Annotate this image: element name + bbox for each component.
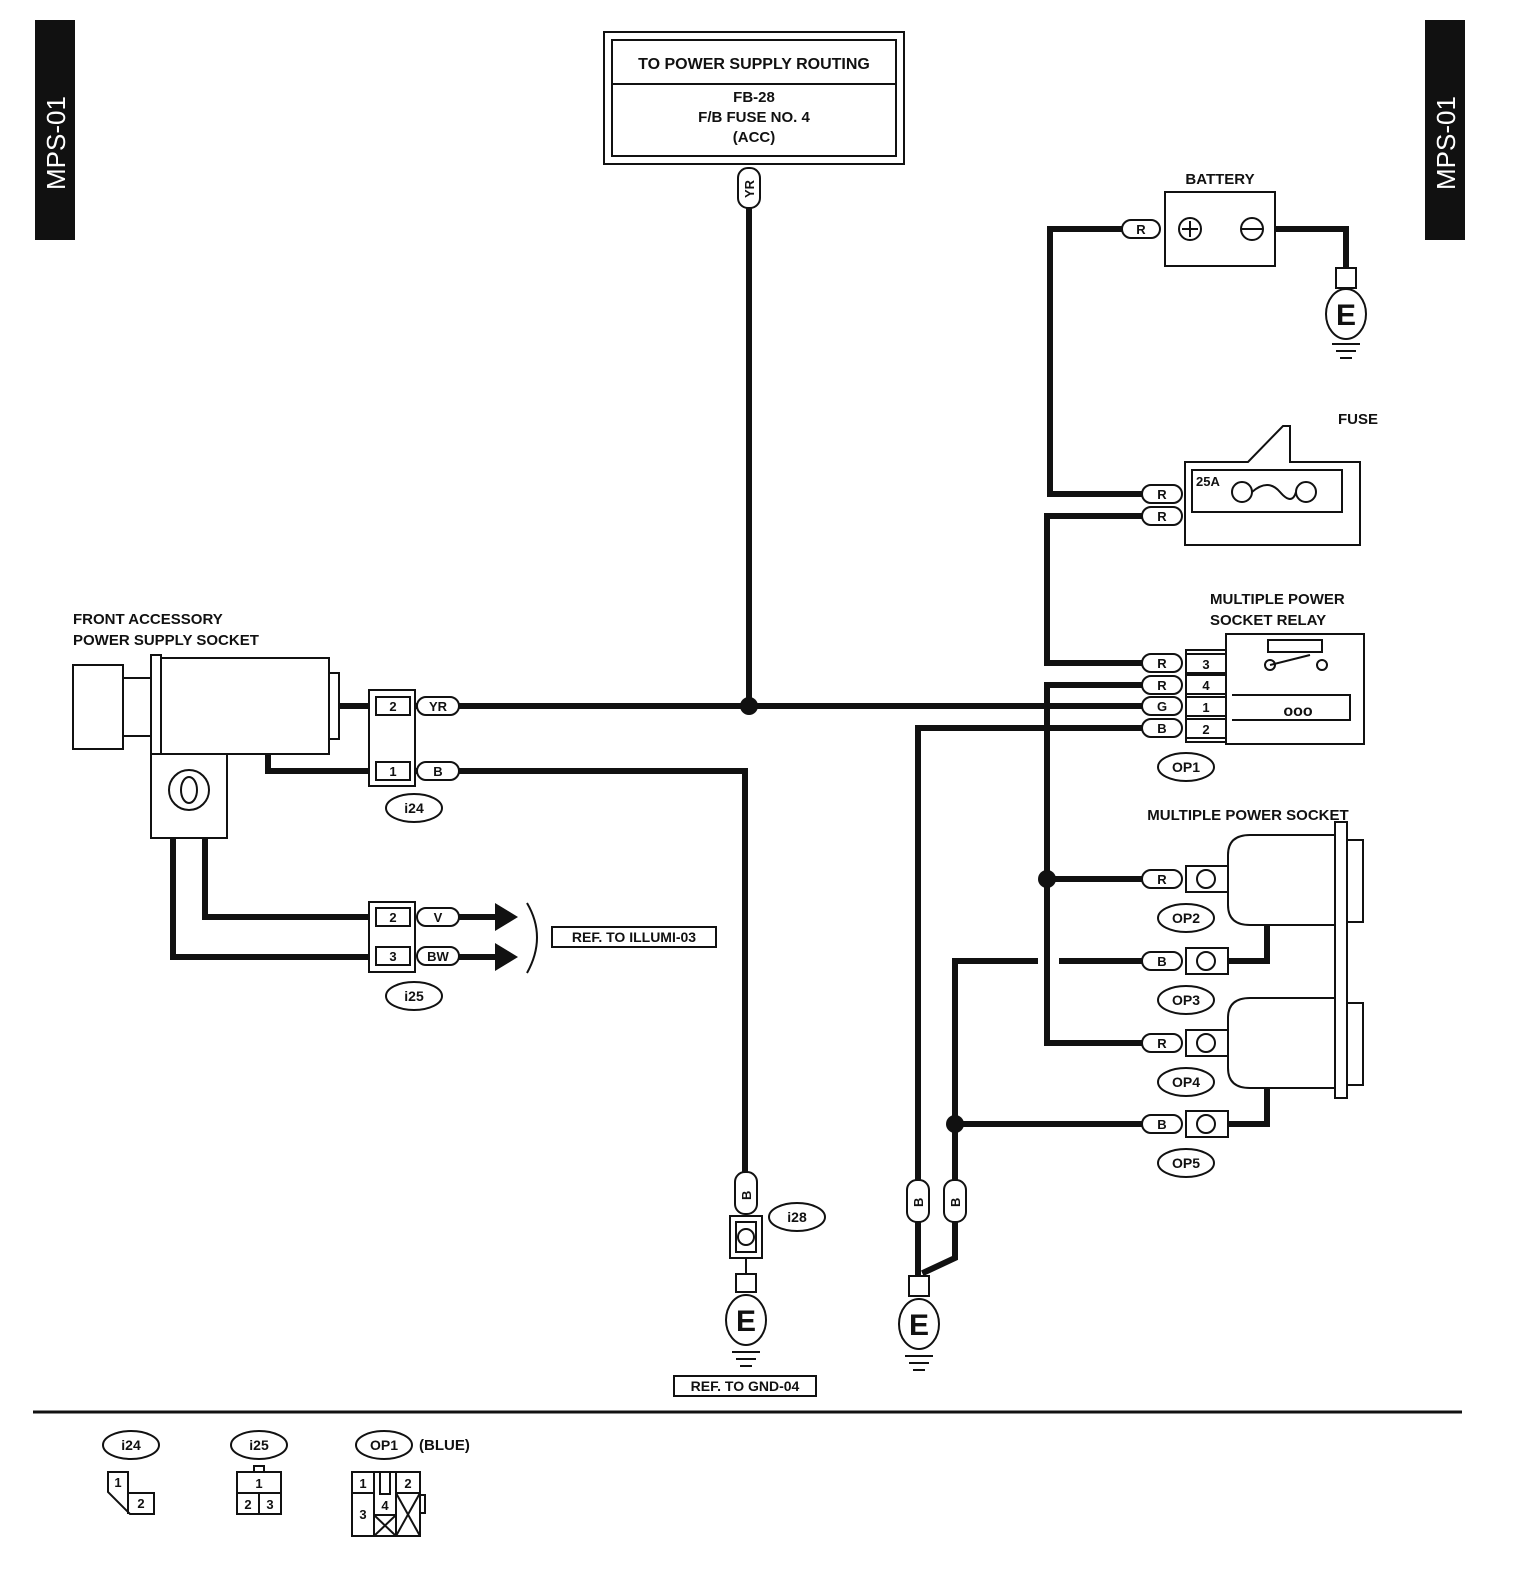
multiple-power-socket-relay: MULTIPLE POWER SOCKET RELAY ooo 3 4 1 2 …: [1141, 591, 1365, 782]
relay-coil-symbol: ooo: [1283, 703, 1313, 720]
op4-wire-r: R: [1157, 1036, 1167, 1051]
legend-op1-label: OP1: [370, 1437, 398, 1453]
legend-i25-pin-2: 2: [244, 1497, 251, 1512]
op3-wire-b: B: [1157, 954, 1166, 969]
ref-illumi-03-text: REF. TO ILLUMI-03: [572, 929, 696, 945]
relay-wire-b2: B: [1157, 721, 1166, 736]
page-tag-left: MPS-01: [35, 20, 75, 240]
connector-i25-label: i25: [404, 988, 424, 1004]
op5-wire-b: B: [1157, 1117, 1166, 1132]
ground-relay-sockets: B B E: [898, 1179, 967, 1371]
legend-op1-note: (BLUE): [419, 1437, 470, 1454]
wire-label-yr-top: YR: [737, 167, 761, 209]
i25-pin-3: 3: [389, 949, 396, 964]
fuse-wire-r-in: R: [1157, 487, 1167, 502]
wires: [170, 202, 1349, 1276]
relay-label-1: MULTIPLE POWER: [1210, 591, 1345, 608]
relay-pins: 3 4 1 2: [1185, 653, 1227, 739]
wire-label-yr-top-text: YR: [742, 179, 757, 198]
power-supply-fuse-block: FB-28: [733, 89, 775, 106]
legend-op1-pin-3: 3: [359, 1507, 366, 1522]
fuse: FUSE 25A R R: [1141, 411, 1378, 546]
op2-wire-r: R: [1157, 872, 1167, 887]
legend-i25: i25 1 2 3: [230, 1430, 288, 1515]
ground-wire-b-right: B: [948, 1198, 963, 1207]
legend-op1-pin-4: 4: [381, 1498, 389, 1513]
battery: BATTERY R: [1121, 171, 1276, 267]
front-accessory-socket: FRONT ACCESSORY POWER SUPPLY SOCKET: [72, 611, 340, 839]
socket-connector-op3: B OP3: [1141, 947, 1229, 1015]
legend-op1-pin-1: 1: [359, 1476, 366, 1491]
legend-i24-label: i24: [121, 1437, 141, 1453]
ground-relay-symbol: E: [909, 1309, 929, 1342]
connector-op4-label: OP4: [1172, 1074, 1200, 1090]
i25-pin-2: 2: [389, 910, 396, 925]
junction-dot-yr: [740, 697, 758, 715]
legend-i24-pin-2: 2: [137, 1496, 144, 1511]
i25-wire-bw: BW: [427, 949, 449, 964]
relay-pin-4: 4: [1202, 678, 1210, 693]
battery-wire-r: R: [1136, 222, 1146, 237]
connector-i28-label: i28: [787, 1209, 807, 1225]
connector-op1-label: OP1: [1172, 759, 1200, 775]
relay-pin-2: 2: [1202, 722, 1209, 737]
connector-op5-label: OP5: [1172, 1155, 1200, 1171]
ref-illumi-03[interactable]: REF. TO ILLUMI-03: [551, 926, 717, 948]
power-supply-routing-box: TO POWER SUPPLY ROUTING FB-28 F/B FUSE N…: [603, 31, 905, 165]
ground-wire-b-left: B: [911, 1198, 926, 1207]
multiple-power-socket-label: MULTIPLE POWER SOCKET: [1147, 807, 1348, 824]
relay-label-2: SOCKET RELAY: [1210, 612, 1326, 629]
socket-connector-op5: B OP5: [1141, 1110, 1229, 1178]
page-tag-left-label: MPS-01: [41, 96, 71, 190]
junction-dot-r: [1038, 870, 1056, 888]
fuse-label: FUSE: [1338, 411, 1378, 428]
relay-wire-g1: G: [1157, 699, 1167, 714]
ground-battery: E: [1325, 267, 1367, 359]
legend-op1-pin-2: 2: [404, 1476, 411, 1491]
multiple-power-socket: MULTIPLE POWER SOCKET R OP2 B OP3 R: [1141, 807, 1364, 1178]
socket-connector-op4: R OP4: [1141, 1029, 1229, 1097]
relay-wire-r3: R: [1157, 656, 1167, 671]
connector-i25: 2 3 V BW i25: [368, 901, 538, 1011]
relay-pin-3: 3: [1202, 657, 1209, 672]
i25-wire-v: V: [434, 910, 443, 925]
legend-i25-pin-3: 3: [266, 1497, 273, 1512]
i24-wire-yr: YR: [429, 699, 448, 714]
legend-i24: i24 1 2: [102, 1430, 160, 1515]
i24-pin-1: 1: [389, 764, 396, 779]
ref-gnd-04[interactable]: REF. TO GND-04: [673, 1375, 817, 1397]
fuse-rating: 25A: [1196, 474, 1220, 489]
battery-label: BATTERY: [1185, 171, 1254, 188]
connector-i24: 2 1 YR B i24: [368, 689, 460, 823]
connector-i24-label: i24: [404, 800, 424, 816]
legend-i25-pin-1: 1: [255, 1476, 262, 1491]
connector-op2-label: OP2: [1172, 910, 1200, 926]
front-socket-label-2: POWER SUPPLY SOCKET: [73, 632, 259, 649]
power-supply-fuse-number: F/B FUSE NO. 4: [698, 109, 810, 126]
connector-op3-label: OP3: [1172, 992, 1200, 1008]
power-supply-acc: (ACC): [733, 129, 776, 146]
relay-wire-r4: R: [1157, 678, 1167, 693]
i28-wire-b: B: [739, 1191, 754, 1200]
i24-wire-b: B: [433, 764, 442, 779]
socket-connector-op2: R OP2: [1141, 865, 1229, 933]
power-supply-routing-title: TO POWER SUPPLY ROUTING: [638, 56, 870, 73]
junction-dot-b: [946, 1115, 964, 1133]
legend-op1: OP1 (BLUE) 1 2 3 4: [351, 1430, 470, 1537]
legend-i24-pin-1: 1: [114, 1475, 121, 1490]
legend: i24 1 2 i25 1 2 3 OP1 (BLUE): [102, 1430, 470, 1537]
relay-pin-1: 1: [1202, 700, 1209, 715]
page-tag-right-label: MPS-01: [1431, 96, 1461, 190]
front-socket-label-1: FRONT ACCESSORY: [73, 611, 223, 628]
ref-gnd-04-text: REF. TO GND-04: [691, 1378, 800, 1394]
legend-i25-label: i25: [249, 1437, 269, 1453]
page-tag-right: MPS-01: [1425, 20, 1465, 240]
fuse-wire-r-out: R: [1157, 509, 1167, 524]
ground-battery-symbol: E: [1336, 299, 1356, 332]
ground-i28-symbol: E: [736, 1305, 756, 1338]
i24-pin-2: 2: [389, 699, 396, 714]
ground-i28: B i28 E: [725, 1171, 826, 1367]
